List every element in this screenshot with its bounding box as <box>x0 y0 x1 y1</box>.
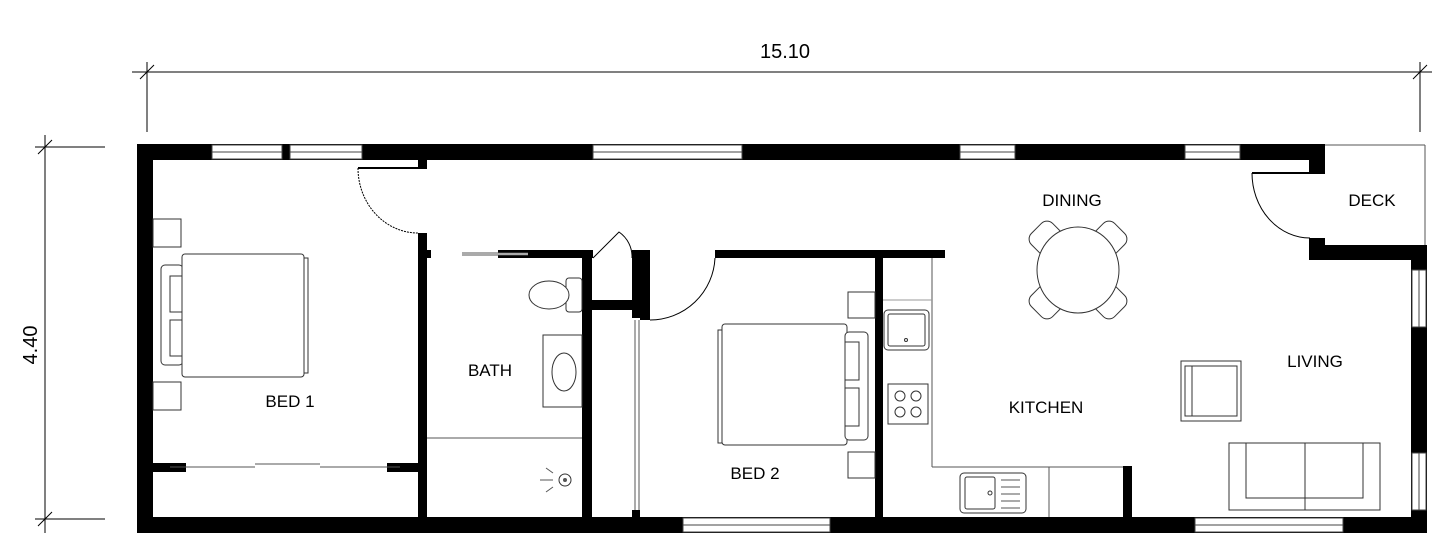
cooktop-icon <box>887 383 929 425</box>
bath-fixtures <box>427 277 583 493</box>
doors <box>170 167 1311 510</box>
width-dimension: 15.10 <box>132 41 1432 132</box>
toilet-icon <box>528 280 570 310</box>
windows <box>211 144 1427 533</box>
kitchen-fixtures <box>883 258 1123 517</box>
basin-icon <box>551 352 577 392</box>
living-furniture <box>1180 360 1381 511</box>
room-label-living: LIVING <box>1287 352 1343 371</box>
depth-dimension-label: 4.40 <box>20 326 42 365</box>
room-label-deck: DECK <box>1348 191 1396 210</box>
room-label-bath: BATH <box>468 361 512 380</box>
room-label-bed2: BED 2 <box>730 464 779 483</box>
depth-dimension: 4.40 <box>20 135 105 533</box>
room-label-kitchen: KITCHEN <box>1009 398 1084 417</box>
width-dimension-label: 15.10 <box>760 41 810 63</box>
dining-table <box>1028 220 1128 320</box>
bed1-furniture <box>152 218 309 411</box>
room-labels: BED 1 BATH BED 2 KITCHEN DINING LIVING D… <box>265 191 1396 483</box>
interior-walls <box>153 160 1132 517</box>
bed2-furniture <box>717 291 876 479</box>
room-label-bed1: BED 1 <box>265 392 314 411</box>
room-label-dining: DINING <box>1042 191 1102 210</box>
